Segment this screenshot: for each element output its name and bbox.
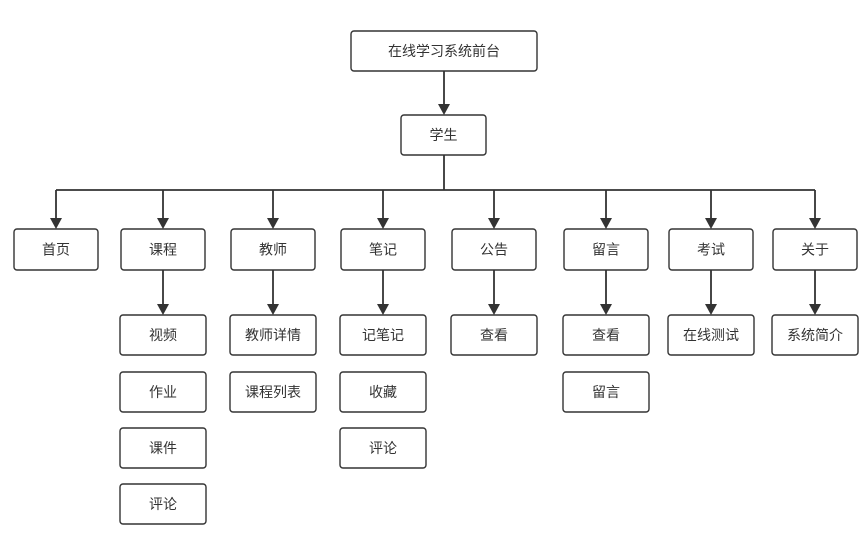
module-0-arrow xyxy=(50,218,62,229)
module-0: 首页 xyxy=(13,228,99,271)
module-4-arrow xyxy=(488,218,500,229)
module-1-label: 课程 xyxy=(149,243,177,259)
student-node-label: 学生 xyxy=(430,128,458,144)
module-2-label: 教师 xyxy=(259,243,287,259)
module-1-child-2-label: 课件 xyxy=(149,441,177,457)
module-7-label: 关于 xyxy=(801,243,829,259)
nodes: 在线学习系统前台学生首页课程视频作业课件评论教师教师详情课程列表笔记记笔记收藏评… xyxy=(13,30,859,525)
module-2-child-1: 课程列表 xyxy=(229,371,317,413)
module-1-child-1-label: 作业 xyxy=(149,385,177,401)
module-6-child-0-box xyxy=(667,314,755,356)
module-6: 考试 xyxy=(668,228,754,271)
module-3-child-0-label: 记笔记 xyxy=(362,328,404,344)
module-5-arrow xyxy=(600,218,612,229)
module-4-child-0: 查看 xyxy=(450,314,538,356)
module-5-label: 留言 xyxy=(592,243,620,259)
module-2-arrow xyxy=(267,218,279,229)
module-5-child-arrow xyxy=(600,304,612,315)
module-1-arrow xyxy=(157,218,169,229)
module-4-child-0-box xyxy=(450,314,538,356)
module-2-child-1-label: 课程列表 xyxy=(245,385,301,401)
module-5-box xyxy=(563,228,649,271)
module-4: 公告 xyxy=(451,228,537,271)
module-1-child-0-box xyxy=(119,314,207,356)
module-3-child-1-label: 收藏 xyxy=(369,385,397,401)
module-1-child-1: 作业 xyxy=(119,371,207,413)
root-to-student-arrow xyxy=(438,104,450,115)
module-3-child-arrow xyxy=(377,304,389,315)
root-node-box xyxy=(350,30,538,72)
module-2-child-1-box xyxy=(229,371,317,413)
root-node-label: 在线学习系统前台 xyxy=(388,43,500,60)
module-6-child-0: 在线测试 xyxy=(667,314,755,356)
module-1-child-3: 评论 xyxy=(119,483,207,525)
module-3-child-2-label: 评论 xyxy=(369,441,397,457)
module-6-child-arrow xyxy=(705,304,717,315)
module-1-child-0: 视频 xyxy=(119,314,207,356)
module-2-box xyxy=(230,228,316,271)
module-6-box xyxy=(668,228,754,271)
module-2-child-0: 教师详情 xyxy=(229,314,317,356)
module-3-label: 笔记 xyxy=(369,243,397,259)
module-3: 笔记 xyxy=(340,228,426,271)
module-7-child-0: 系统简介 xyxy=(771,314,859,356)
module-3-child-1: 收藏 xyxy=(339,371,427,413)
module-5-child-1-box xyxy=(562,371,650,413)
module-5-child-1: 留言 xyxy=(562,371,650,413)
module-2: 教师 xyxy=(230,228,316,271)
module-3-child-1-box xyxy=(339,371,427,413)
student-node: 学生 xyxy=(400,114,487,156)
module-3-child-0: 记笔记 xyxy=(339,314,427,356)
module-5: 留言 xyxy=(563,228,649,271)
module-2-child-arrow xyxy=(267,304,279,315)
module-6-arrow xyxy=(705,218,717,229)
student-node-box xyxy=(400,114,487,156)
module-4-box xyxy=(451,228,537,271)
module-5-child-1-label: 留言 xyxy=(592,385,620,401)
module-5-child-0: 查看 xyxy=(562,314,650,356)
module-2-child-0-box xyxy=(229,314,317,356)
module-4-child-arrow xyxy=(488,304,500,315)
module-5-child-0-label: 查看 xyxy=(592,328,620,344)
module-7-arrow xyxy=(809,218,821,229)
module-6-label: 考试 xyxy=(697,243,725,259)
module-1-box xyxy=(120,228,206,271)
root-node: 在线学习系统前台 xyxy=(350,30,538,72)
module-1-child-0-label: 视频 xyxy=(149,328,177,344)
module-3-box xyxy=(340,228,426,271)
module-1-child-2-box xyxy=(119,427,207,469)
module-7-box xyxy=(772,228,858,271)
module-5-child-0-box xyxy=(562,314,650,356)
module-1-child-2: 课件 xyxy=(119,427,207,469)
module-1-child-3-label: 评论 xyxy=(149,497,177,513)
module-2-child-0-label: 教师详情 xyxy=(245,328,301,344)
module-7-child-arrow xyxy=(809,304,821,315)
module-1-child-1-box xyxy=(119,371,207,413)
module-0-label: 首页 xyxy=(42,243,70,259)
module-3-child-0-box xyxy=(339,314,427,356)
module-1-child-arrow xyxy=(157,304,169,315)
module-7: 关于 xyxy=(772,228,858,271)
connectors xyxy=(50,71,821,315)
module-1-child-3-box xyxy=(119,483,207,525)
module-7-child-0-box xyxy=(771,314,859,356)
module-4-child-0-label: 查看 xyxy=(480,328,508,344)
module-1: 课程 xyxy=(120,228,206,271)
module-7-child-0-label: 系统简介 xyxy=(787,327,843,344)
module-3-child-2: 评论 xyxy=(339,427,427,469)
module-3-child-2-box xyxy=(339,427,427,469)
module-6-child-0-label: 在线测试 xyxy=(683,328,739,344)
module-0-box xyxy=(13,228,99,271)
module-3-arrow xyxy=(377,218,389,229)
module-4-label: 公告 xyxy=(480,243,508,259)
